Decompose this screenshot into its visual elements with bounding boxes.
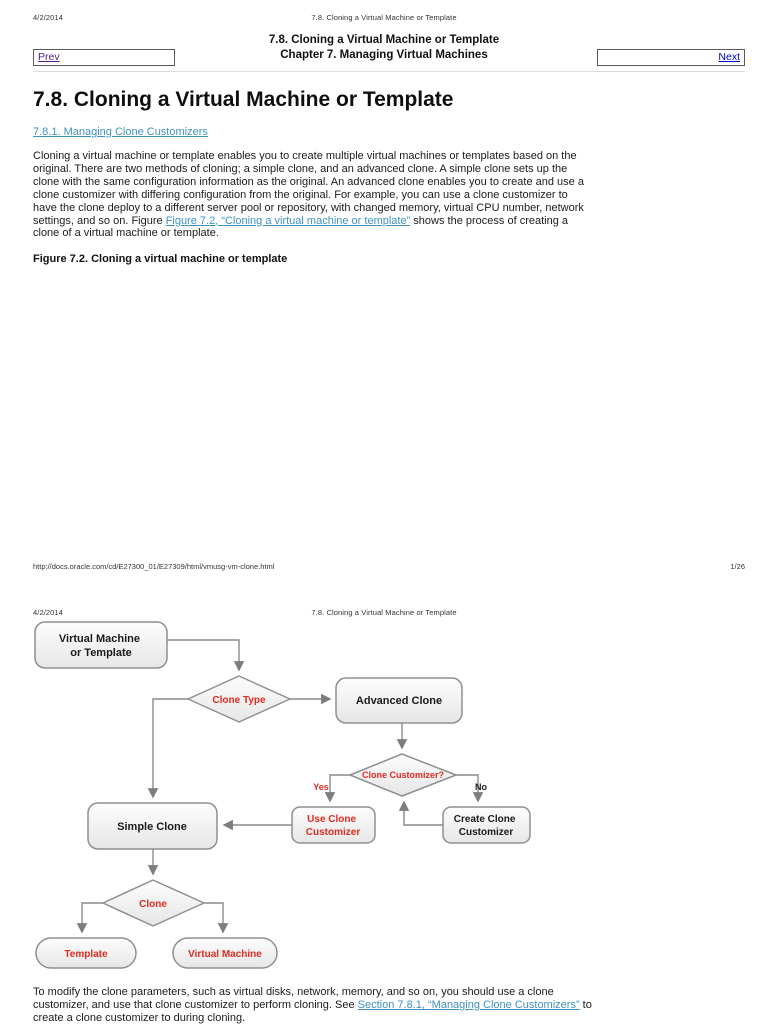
label-use-clone-customizer: Use Clone Customizer	[306, 814, 361, 838]
page2-print-title: 7.8. Cloning a Virtual Machine or Templa…	[311, 608, 457, 617]
node-vm-or-template	[34, 621, 168, 669]
node-use-clone-customizer	[291, 806, 376, 844]
label-create-clone-customizer: Create Clone Customizer	[454, 814, 518, 838]
node-virtual-machine	[172, 937, 278, 969]
edge-yes-to-usecustomizer	[324, 774, 350, 803]
label-clone: Clone	[139, 899, 167, 910]
label-clone-type: Clone Type	[212, 695, 266, 706]
edge-clonetype-to-simple	[147, 698, 188, 799]
label-virtual-machine: Virtual Machine	[188, 949, 262, 960]
edge-clone-to-virtualmachine	[204, 902, 229, 934]
next-link[interactable]: Next	[718, 51, 740, 63]
next-nav-cell: Next	[597, 49, 745, 66]
intro-text-before: Cloning a virtual machine or template en…	[33, 150, 584, 227]
figure-reference-link[interactable]: Figure 7.2, “Cloning a virtual machine o…	[165, 214, 411, 227]
node-create-clone-customizer	[442, 806, 531, 844]
label-clone-customizer-q: Clone Customizer?	[362, 770, 444, 780]
intro-text-after: shows the process of creating a clone of…	[33, 214, 568, 240]
node-clone-decision	[102, 879, 205, 927]
node-simple-clone	[87, 802, 218, 850]
label-vm-or-template: Virtual Machine or Template	[59, 633, 143, 659]
label-simple-clone: Simple Clone	[117, 821, 187, 833]
page1-print-title: 7.8. Cloning a Virtual Machine or Templa…	[311, 13, 457, 22]
header-divider	[33, 71, 745, 72]
outro-paragraph: To modify the clone parameters, such as …	[33, 986, 653, 1024]
outro-line2-before: customizer, and use that clone customize…	[33, 999, 358, 1011]
edge-vm-to-clonetype	[167, 639, 245, 672]
edge-no-to-createcustomizer	[456, 774, 484, 803]
page1-footer-url: http://docs.oracle.com/cd/E27300_01/E273…	[33, 562, 275, 571]
page-title: 7.8. Cloning a Virtual Machine or Templa…	[33, 88, 454, 111]
page1-page-indicator: 1/26	[730, 562, 745, 571]
nav-chapter-title: Chapter 7. Managing Virtual Machines	[280, 49, 488, 61]
prev-nav-cell: Prev	[33, 49, 175, 66]
toc-link-managing-clone-customizers[interactable]: 7.8.1. Managing Clone Customizers	[33, 126, 208, 138]
page2-print-date: 4/2/2014	[33, 608, 63, 617]
edge-clone-to-template	[76, 902, 103, 934]
figure-caption: Figure 7.2. Cloning a virtual machine or…	[33, 253, 288, 265]
label-template: Template	[64, 949, 108, 960]
edge-createcustomizer-loopback	[398, 800, 443, 826]
label-advanced-clone: Advanced Clone	[356, 695, 442, 707]
node-advanced-clone	[335, 677, 463, 724]
outro-line1: To modify the clone parameters, such as …	[33, 986, 554, 998]
section-reference-link[interactable]: Section 7.8.1, “Managing Clone Customize…	[357, 999, 580, 1011]
outro-line2: customizer, and use that clone customize…	[33, 999, 653, 1012]
clone-flowchart-figure: Virtual Machine or Template Clone Type A…	[34, 621, 531, 969]
outro-line3: create a clone customizer to during clon…	[33, 1012, 246, 1024]
outro-line2-after: to	[579, 999, 592, 1011]
flowchart-connectors	[76, 639, 484, 934]
node-clone-type-decision	[187, 675, 291, 723]
label-yes: Yes	[313, 782, 329, 792]
intro-paragraph: Cloning a virtual machine or template en…	[33, 150, 591, 240]
prev-link[interactable]: Prev	[38, 51, 60, 63]
page1-print-date: 4/2/2014	[33, 13, 63, 22]
label-no: No	[475, 782, 487, 792]
node-template	[35, 937, 137, 969]
node-clone-customizer-decision	[349, 753, 457, 797]
nav-page-title: 7.8. Cloning a Virtual Machine or Templa…	[268, 34, 500, 46]
